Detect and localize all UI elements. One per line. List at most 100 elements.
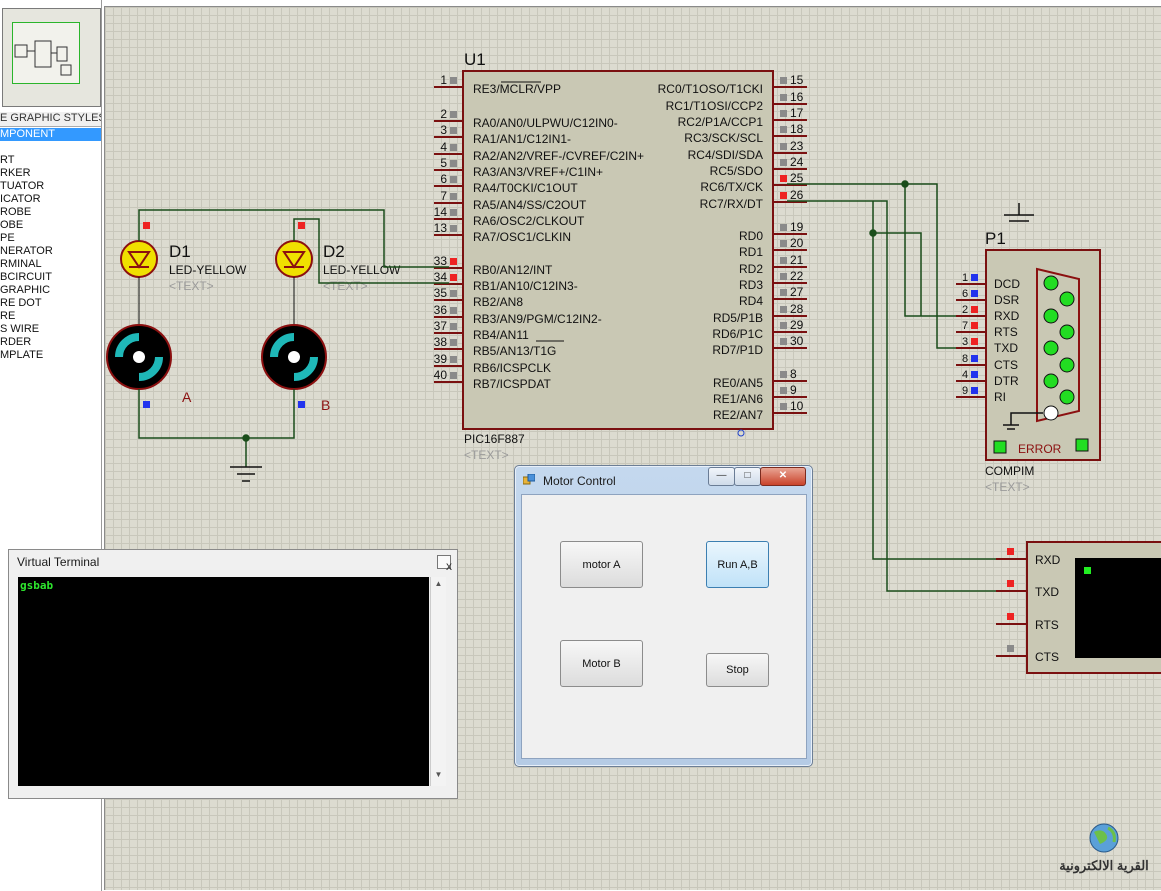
pin-state-marker — [450, 307, 457, 314]
u1-pin-name: RD4 — [739, 294, 763, 308]
pin-state-marker — [780, 240, 787, 247]
vt-titlebar[interactable]: Virtual Terminal x — [9, 550, 457, 572]
virtual-terminal-window[interactable]: Virtual Terminal x gsbab ▲ ▼ — [8, 549, 458, 799]
object-type-item[interactable]: PE — [0, 232, 15, 244]
compim-pin-name: DSR — [994, 293, 1020, 307]
u1-pin-name: RD2 — [739, 262, 763, 276]
pin-state-marker — [971, 322, 978, 329]
virtual-terminal-part[interactable] — [1026, 541, 1161, 674]
pin-state-marker — [450, 274, 457, 281]
object-type-item[interactable]: OBE — [0, 219, 24, 231]
mc-titlebar[interactable]: Motor Control — □ ✕ — [515, 466, 812, 492]
u1-pin-name: RC6/TX/CK — [700, 180, 763, 194]
u1-text: <TEXT> — [464, 448, 509, 462]
u1-pin-number: 38 — [434, 335, 448, 349]
pin-state-marker — [450, 127, 457, 134]
d2-part: LED-YELLOW — [323, 263, 401, 277]
u1-pin-number: 35 — [434, 286, 448, 300]
u1-pin-name: RB0/AN12/INT — [473, 263, 553, 277]
close-button[interactable]: ✕ — [760, 467, 806, 486]
d2-text: <TEXT> — [323, 279, 368, 293]
object-type-item[interactable]: NERATOR — [0, 245, 53, 257]
vt-scrollbar[interactable]: ▲ ▼ — [430, 577, 446, 786]
compim-p1[interactable] — [985, 249, 1101, 461]
tab-graphic-styles[interactable]: E GRAPHIC STYLES — [0, 112, 102, 124]
motor-b-button[interactable]: Motor B — [560, 640, 643, 687]
object-type-item[interactable]: RT — [0, 154, 15, 166]
close-icon: x — [446, 559, 452, 573]
compim-pin-number: 9 — [962, 385, 968, 397]
ground-symbol — [230, 466, 262, 482]
u1-body[interactable] — [462, 70, 774, 430]
compim-pin-number: 4 — [962, 369, 968, 381]
u1-pin-name: RD6/P1C — [712, 327, 763, 341]
compim-pin-name: DCD — [994, 277, 1020, 291]
pin-state-marker — [780, 192, 787, 199]
overview-window[interactable] — [2, 8, 101, 107]
object-type-item[interactable]: MPONENT — [0, 128, 101, 141]
pin-state-marker — [780, 159, 787, 166]
u1-pin-number: 4 — [440, 140, 447, 154]
pin-state-marker — [971, 290, 978, 297]
scroll-up-icon[interactable]: ▲ — [434, 579, 443, 588]
overview-viewport[interactable] — [12, 22, 80, 84]
u1-pin-name: RC2/P1A/CCP1 — [678, 115, 764, 129]
motor-a[interactable] — [106, 277, 172, 408]
motor-control-window[interactable]: Motor Control — □ ✕ motor A Run A,B Moto… — [514, 465, 813, 767]
scroll-down-icon[interactable]: ▼ — [434, 770, 443, 779]
compim-pin-number: 2 — [962, 304, 968, 316]
d1-text: <TEXT> — [169, 279, 214, 293]
schematic-drawing[interactable]: U1 PIC16F887 <TEXT> 1RE3/MCLR/VPP2RA0/AN… — [105, 7, 1161, 890]
u1-pin-number: 13 — [434, 221, 448, 235]
u1-pin-name: RE1/AN6 — [713, 392, 763, 406]
stop-button[interactable]: Stop — [706, 653, 769, 687]
pin-state-marker — [780, 110, 787, 117]
u1-pin-name: RD1 — [739, 245, 763, 259]
object-type-item[interactable]: RDER — [0, 336, 32, 348]
maximize-button[interactable]: □ — [734, 467, 761, 486]
vt-close-button[interactable]: x — [437, 555, 452, 573]
pin-state-marker — [780, 371, 787, 378]
watermark-logo: القرية الالكترونية — [1050, 820, 1158, 880]
led-d1[interactable] — [120, 222, 158, 278]
minimize-button[interactable]: — — [708, 467, 735, 486]
motor-b[interactable] — [261, 277, 327, 408]
pin-state-marker — [1007, 580, 1014, 587]
motor-a-label: A — [182, 389, 192, 405]
pin-state-marker — [780, 306, 787, 313]
object-type-item[interactable]: GRAPHIC — [0, 284, 51, 296]
u1-pin-number: 34 — [434, 270, 448, 284]
pin-state-marker — [450, 160, 457, 167]
u1-pin-number: 22 — [790, 269, 804, 283]
object-type-item[interactable]: TUATOR — [0, 180, 45, 192]
object-type-item[interactable]: MPLATE — [0, 349, 44, 361]
motor-a-button[interactable]: motor A — [560, 541, 643, 588]
p1-part: COMPIM — [985, 464, 1034, 478]
object-type-item[interactable]: RMINAL — [0, 258, 42, 270]
pin-state-marker — [780, 126, 787, 133]
object-type-item[interactable]: ROBE — [0, 206, 32, 218]
watermark-text: القرية الالكترونية — [1059, 858, 1149, 873]
compim-pin-name: RXD — [994, 309, 1020, 323]
u1-pin-name: RC3/SCK/SCL — [684, 131, 763, 145]
u1-pin-number: 29 — [790, 318, 804, 332]
u1-pin-number: 28 — [790, 302, 804, 316]
object-type-item[interactable]: ICATOR — [0, 193, 41, 205]
object-type-item[interactable]: RE — [0, 310, 16, 322]
object-type-item[interactable]: RKER — [0, 167, 31, 179]
pin-state-marker — [780, 175, 787, 182]
u1-left-pins: 1RE3/MCLR/VPP2RA0/AN0/ULPWU/C12IN0-3RA1/… — [434, 73, 644, 391]
object-type-item[interactable]: BCIRCUIT — [0, 271, 52, 283]
run-ab-button[interactable]: Run A,B — [706, 541, 769, 588]
vt-output[interactable]: gsbab — [18, 577, 429, 786]
u1-pin-name: RD7/P1D — [712, 343, 763, 357]
pin-state-marker — [450, 290, 457, 297]
panel-tabs[interactable]: E GRAPHIC STYLES — [0, 112, 101, 127]
object-type-item[interactable]: RE DOT — [0, 297, 42, 309]
maximize-icon: □ — [744, 470, 751, 481]
u1-pin-name: RC7/RX/DT — [700, 197, 764, 211]
object-type-item[interactable]: S WIRE — [0, 323, 40, 335]
